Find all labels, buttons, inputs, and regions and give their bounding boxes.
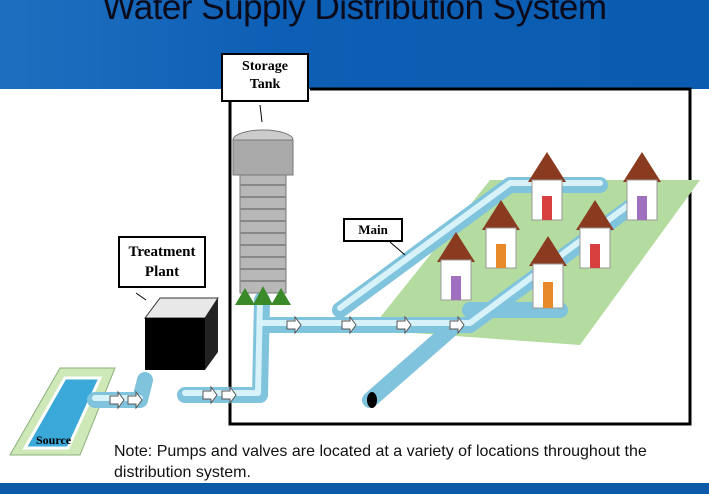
main-label: Main (343, 218, 403, 242)
slide-title: Water Supply Distribution System (102, 0, 608, 27)
storage-tank-label-line1: Storage (242, 59, 288, 74)
pipe-end (367, 392, 377, 408)
pump-arrows (109, 315, 465, 410)
houses (437, 152, 661, 309)
storage-tank-label-line2: Tank (249, 77, 281, 92)
trees (235, 286, 291, 305)
slide-header: Water Supply Distribution System (0, 0, 709, 89)
treatment-plant-label-line1: Treatment (128, 244, 196, 260)
treatment-plant (145, 318, 205, 370)
system-boundary (228, 87, 692, 426)
treatment-plant-label: Treatment Plant (118, 236, 206, 288)
source-label: Source (36, 433, 72, 447)
treatment-plant-label-line2: Plant (144, 264, 180, 280)
note-text: Note: Pumps and valves are located at a … (114, 443, 647, 481)
storage-tank-label: Storage Tank (221, 53, 309, 102)
slide-footer-bar (0, 483, 709, 494)
source-water (22, 376, 103, 450)
